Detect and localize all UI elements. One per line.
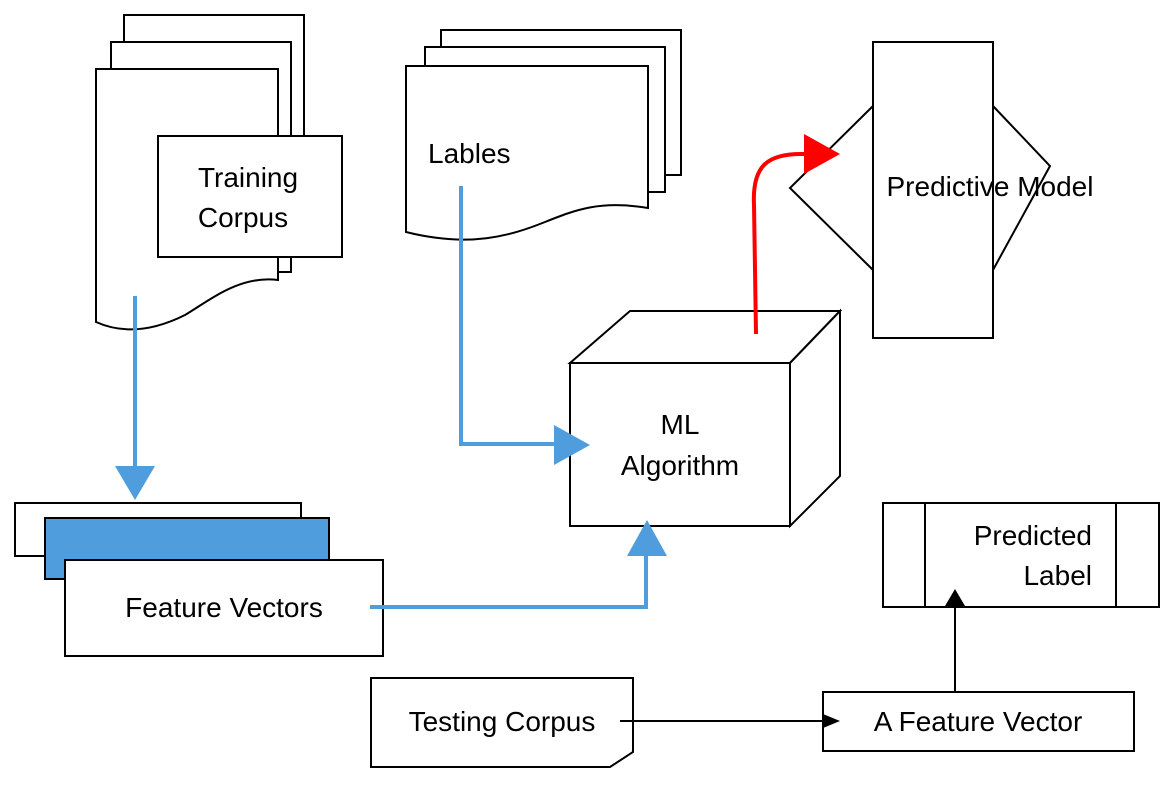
training-corpus-box (157, 135, 343, 258)
labels-label: Lables (428, 138, 511, 169)
ml-algorithm-label-line2: Algorithm (621, 450, 739, 481)
arrow-training-to-features (115, 296, 155, 500)
arrow-features-to-ml (370, 520, 667, 609)
feature-vector-front (64, 559, 384, 657)
predictive-model-label: Predictive Model (887, 171, 1094, 202)
ml-algorithm-label-line1: ML (661, 409, 700, 440)
predicted-label-line2: Label (1023, 560, 1092, 591)
a-feature-vector-box (822, 691, 1135, 752)
predictive-model-right-chevron (992, 105, 1052, 271)
training-corpus-label-line1: Training (198, 162, 298, 193)
labels-doc-front (405, 65, 649, 241)
predictive-model-left-chevron (788, 105, 874, 271)
ml-algorithm-cube (567, 308, 843, 529)
testing-corpus-label: Testing Corpus (409, 706, 596, 737)
predicted-label-box (882, 502, 1160, 608)
cube-front-face (569, 362, 791, 527)
a-feature-vector-label: A Feature Vector (874, 706, 1083, 737)
predictive-model-rect (872, 41, 994, 339)
arrow-testing-to-feature-vector (620, 714, 840, 728)
arrow-labels-to-ml (459, 186, 590, 465)
predicted-label-line1: Predicted (974, 520, 1092, 551)
feature-vectors-label: Feature Vectors (125, 592, 323, 623)
arrow-feature-vector-to-predicted (945, 589, 965, 692)
feature-vectors-stack (14, 502, 384, 657)
arrow-ml-to-model (751, 134, 840, 335)
predicted-label-outer (882, 502, 1160, 608)
predictive-model-shape (788, 41, 1052, 339)
testing-corpus-box (370, 677, 634, 768)
labels-documents-stack (405, 29, 682, 241)
training-corpus-label-line2: Corpus (198, 202, 288, 233)
